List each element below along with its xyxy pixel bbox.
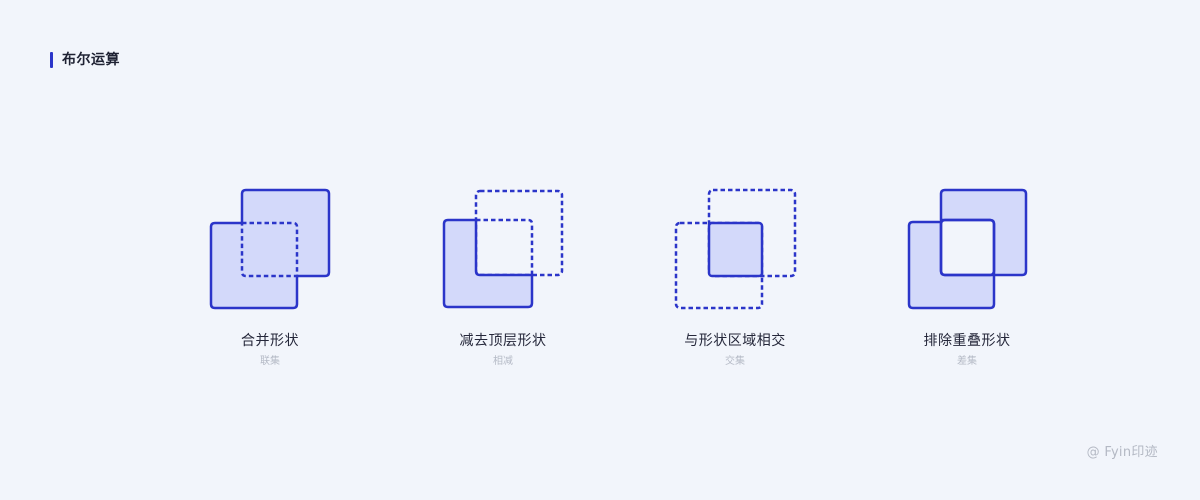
exclude-sublabel: 差集 bbox=[957, 356, 977, 367]
exclude-shape-icon bbox=[907, 188, 1028, 310]
subtract-sublabel: 相减 bbox=[493, 356, 513, 367]
union-label: 合并形状 bbox=[241, 333, 299, 349]
subtract-label: 减去顶层形状 bbox=[459, 333, 547, 349]
page-title: 布尔运算 bbox=[62, 52, 120, 68]
exclude-label: 排除重叠形状 bbox=[923, 333, 1011, 349]
intersect-shape-icon bbox=[674, 188, 797, 310]
union-shape-icon bbox=[209, 188, 331, 310]
section-header: 布尔运算 bbox=[50, 52, 120, 68]
subtract-shape-icon bbox=[442, 189, 564, 309]
union-sublabel: 联集 bbox=[260, 356, 280, 367]
intersect-sublabel: 交集 bbox=[725, 356, 745, 367]
watermark: @ Fyin印迹 bbox=[1086, 445, 1158, 460]
accent-bar bbox=[50, 52, 53, 68]
intersect-label: 与形状区域相交 bbox=[684, 333, 786, 349]
